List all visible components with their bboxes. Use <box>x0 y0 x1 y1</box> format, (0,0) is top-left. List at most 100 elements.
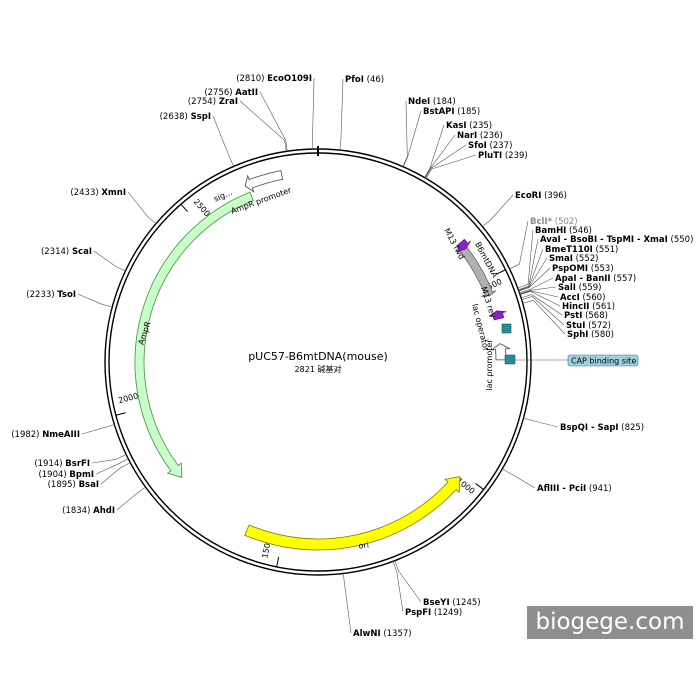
site-label[interactable]: StuI (572) <box>566 321 611 331</box>
site-leader-line <box>523 417 559 428</box>
site-leader-line <box>520 290 561 307</box>
site-label[interactable]: EcoRI (396) <box>515 191 567 201</box>
site-label[interactable]: (2433) XmnI <box>70 188 126 198</box>
site-name: ZraI <box>219 97 238 107</box>
ori-label: ori <box>358 540 369 550</box>
site-label[interactable]: (1982) NmeAIII <box>11 430 80 440</box>
site-name: SalI <box>558 283 576 293</box>
site-position: (2433) <box>70 188 101 198</box>
site-leader-line <box>212 115 234 167</box>
cap-site-label: CAP binding site <box>571 357 636 366</box>
site-label[interactable]: SfoI (237) <box>468 141 512 151</box>
scale-tick <box>180 203 188 213</box>
site-leader-line <box>402 100 408 167</box>
restriction-site-labels: PfoI (46) NdeI (184)BstAPI (185) KasI (235… <box>11 74 693 639</box>
watermark: biogege.com <box>527 606 693 639</box>
site-label[interactable]: (2638) SspI <box>160 112 211 122</box>
m13-fwd-primer-arrow[interactable] <box>456 238 471 253</box>
site-position: (553) <box>588 264 614 274</box>
site-label[interactable]: (1914) BsrFI <box>34 459 90 469</box>
site-label[interactable]: BamHI (546) <box>535 226 592 236</box>
site-name: EcoO109I <box>267 74 312 84</box>
m13-rev-primer-arrow[interactable] <box>488 310 507 321</box>
site-position: (2233) <box>26 290 57 300</box>
lac-operator-box[interactable] <box>501 323 512 334</box>
scale-tick <box>496 269 506 275</box>
site-position: (396) <box>541 191 567 201</box>
site-label[interactable]: (2810) EcoO109I <box>236 74 312 84</box>
site-name: StuI <box>566 321 585 331</box>
site-position: (2810) <box>236 74 267 84</box>
site-position: (239) <box>502 151 528 161</box>
site-label[interactable]: (2314) ScaI <box>41 247 92 257</box>
site-label[interactable]: ApaI - BanII (557) <box>555 274 636 284</box>
scale-tick <box>475 483 484 490</box>
site-name: BseYI <box>423 598 450 608</box>
site-name: AvaI - BsoBI - TspMI - XmaI <box>540 235 668 245</box>
site-label[interactable]: SmaI (552) <box>549 254 598 264</box>
site-name: AlwNI <box>353 629 381 639</box>
insert-feature-arrow[interactable] <box>457 243 497 297</box>
site-position: (2756) <box>204 88 235 98</box>
site-leader-line <box>519 286 557 295</box>
site-label[interactable]: PfoI (46) <box>345 75 384 85</box>
site-label[interactable]: HincII (561) <box>562 302 615 312</box>
site-name: AhdI <box>93 506 115 516</box>
site-position: (825) <box>619 423 645 433</box>
site-name: SphI <box>567 330 588 340</box>
site-leader-line <box>518 238 539 291</box>
site-leader-line <box>259 91 288 152</box>
site-label[interactable]: (1834) AhdI <box>62 506 115 516</box>
site-leader-line <box>239 100 287 152</box>
site-label[interactable]: PspFI (1249) <box>405 608 462 618</box>
site-name: NarI <box>457 131 477 141</box>
site-label[interactable]: BspQI - SapI (825) <box>560 423 644 433</box>
site-label[interactable]: NarI (236) <box>457 131 503 141</box>
site-label[interactable]: BmeT110I (551) <box>545 245 618 255</box>
site-position: (568) <box>582 311 608 321</box>
site-label[interactable]: (2756) AatII <box>204 88 258 98</box>
site-position: (1904) <box>38 470 69 480</box>
site-leader-line <box>392 561 404 613</box>
ampr-feature-arrow[interactable] <box>134 191 254 478</box>
site-label[interactable]: BseYI (1245) <box>423 598 481 608</box>
site-label[interactable]: BstAPI (185) <box>423 107 480 117</box>
site-label[interactable]: PstI (568) <box>564 311 608 321</box>
site-name: AccI <box>560 293 580 303</box>
site-label[interactable]: (2754) ZraI <box>188 97 238 107</box>
site-label[interactable]: PspOMI (553) <box>552 264 614 274</box>
site-label[interactable]: AflIII - PciI (941) <box>537 484 612 494</box>
site-label[interactable]: AccI (560) <box>560 293 605 303</box>
site-position: (557) <box>611 274 637 284</box>
site-leader-line <box>482 194 514 227</box>
site-position: (1357) <box>381 629 412 639</box>
site-label[interactable]: (1895) BsaI <box>48 480 99 490</box>
cap-site-box[interactable] <box>504 354 516 365</box>
site-name: PstI <box>564 311 582 321</box>
site-label[interactable]: KasI (235) <box>446 121 492 131</box>
site-leader-line <box>127 191 157 224</box>
site-label[interactable]: AvaI - BsoBI - TspMI - XmaI (550) <box>540 235 693 245</box>
site-leader-line <box>517 229 534 289</box>
site-label[interactable]: SphI (580) <box>567 330 614 340</box>
site-leader-line <box>312 77 315 150</box>
site-name: AflIII - PciI <box>537 484 586 494</box>
site-label[interactable]: SalI (559) <box>558 283 602 293</box>
site-label[interactable]: (2233) TsoI <box>26 290 76 300</box>
ampr-promoter-arrow[interactable] <box>244 170 284 193</box>
site-label[interactable]: BclI* (502) <box>530 217 578 227</box>
site-label[interactable]: NdeI (184) <box>408 97 456 107</box>
site-label[interactable]: (1904) BpmI <box>38 470 94 480</box>
site-name: BstAPI <box>423 107 455 117</box>
scale-tick <box>115 412 126 416</box>
site-leader-line <box>518 248 544 291</box>
site-leader-line <box>93 250 126 272</box>
site-name: HincII <box>562 302 589 312</box>
site-position: (550) <box>668 235 694 245</box>
site-name: BspQI - SapI <box>560 423 619 433</box>
site-label[interactable]: PluTI (239) <box>478 151 528 161</box>
ori-feature-arrow[interactable] <box>244 476 461 551</box>
site-name: KasI <box>446 121 467 131</box>
site-leader-line <box>518 257 548 291</box>
site-label[interactable]: AlwNI (1357) <box>353 629 412 639</box>
